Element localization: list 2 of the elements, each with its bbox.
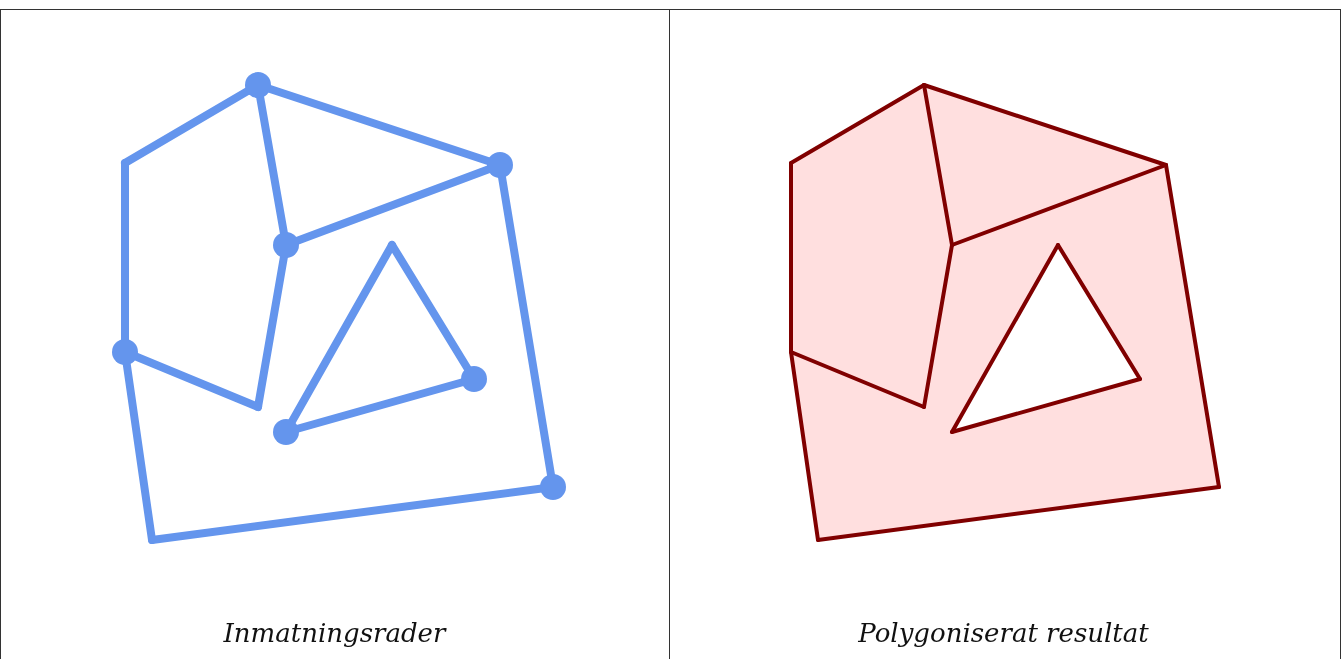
caption: Inmatningsrader <box>223 618 446 648</box>
caption: Polygoniserat resultat <box>858 618 1149 648</box>
